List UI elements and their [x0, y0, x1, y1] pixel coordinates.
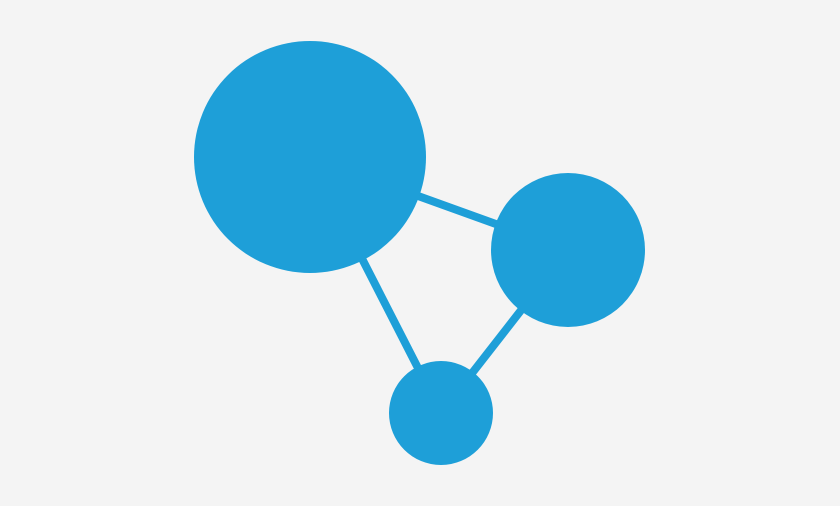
small-node — [389, 361, 493, 465]
large-node — [194, 41, 426, 273]
medium-node — [491, 173, 645, 327]
node-group — [194, 41, 645, 465]
